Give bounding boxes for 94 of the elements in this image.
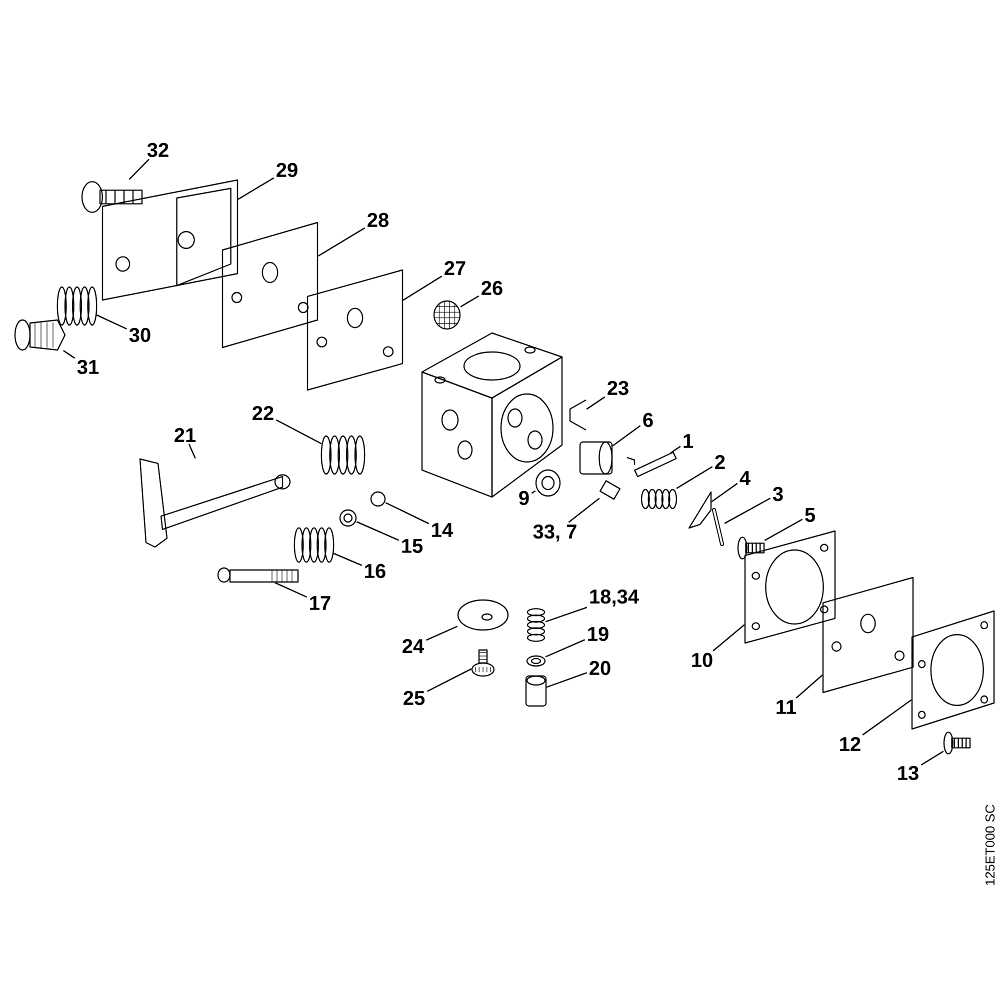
cover-drawing [911,610,995,730]
washer-drawing [535,469,561,497]
leader-line [546,672,587,688]
leader-line [402,276,442,301]
lever-drawing [139,458,291,548]
leader-line [426,626,458,641]
callout-number: 21 [174,428,196,442]
leader-line [920,750,944,766]
callout-number: 11 [776,700,796,714]
leader-line [545,639,586,658]
callout-number: 19 [588,626,608,642]
leader-line [568,498,600,523]
leader-line [676,466,713,489]
cover-drawing [102,179,238,301]
screw-drawing [14,319,66,351]
leader-line [333,552,362,566]
leader-line [274,582,308,598]
leader-line [724,498,771,524]
callout-number: 28 [368,212,388,228]
spring-drawing [320,435,366,475]
callout-number: 16 [365,564,386,578]
leader-line [862,699,912,736]
drawing-number: 125ET000 SC [985,804,995,885]
callout-number: 3 [772,486,783,502]
callout-number: 9 [519,490,529,506]
callout-number: 10 [692,652,712,668]
disc-drawing [457,599,509,631]
diaphragm-drawing [822,576,914,694]
plate-drawing [306,269,404,391]
callout-number: 18,34 [590,589,639,607]
callout-number: 20 [590,660,610,676]
callout-number: 33, 7 [533,524,576,542]
leader-line [276,419,322,444]
ring-drawing [370,491,386,507]
needle-drawing [626,452,677,478]
callout-number: 1 [684,434,694,448]
callout-number: 31 [77,360,99,374]
callout-number: 27 [444,261,466,275]
sleeve-drawing [579,441,613,475]
callout-number: 2 [715,455,725,469]
leader-line [356,521,400,541]
pin-drawing [712,508,724,546]
screw-drawing [471,649,495,677]
plug-drawing [599,480,621,500]
callout-number: 29 [276,162,298,178]
leader-line [796,674,823,699]
spring-drawing [56,286,98,326]
callout-number: 24 [402,639,424,653]
washer-drawing [339,509,357,527]
callout-number: 12 [840,737,860,751]
callout-number: 5 [805,508,816,522]
callout-number: 23 [608,380,628,396]
callout-number: 14 [432,523,454,537]
clip-drawing [569,399,586,431]
callout-number: 13 [898,766,918,780]
spring-drawing [526,608,546,642]
leader-line [426,668,472,692]
leader-line [63,350,76,359]
leader-line [586,396,606,410]
leader-line [188,444,196,459]
needle-drawing [217,567,299,583]
gasket-drawing [222,222,318,348]
callout-number: 6 [643,412,653,428]
callout-number: 15 [402,539,423,553]
leader-line [764,518,803,541]
callout-number: 25 [404,690,425,706]
spring-drawing [640,488,678,510]
callout-number: 22 [252,406,274,420]
leader-line [460,295,480,308]
screw-drawing [943,732,971,754]
leader-line [318,227,366,257]
callout-number: 32 [147,142,168,158]
callout-number: 26 [482,280,502,296]
callout-number: 30 [129,328,150,342]
screw-drawing [81,181,143,213]
callout-number: 4 [740,471,750,485]
leader-line [545,606,588,622]
leader-line [712,624,745,652]
callout-number: 17 [310,596,330,610]
leader-line [612,425,641,446]
leader-line [531,490,536,494]
screen-drawing [433,300,461,330]
leader-line [238,177,274,200]
sleeve-drawing [525,675,547,707]
leader-line [385,502,430,524]
spring-drawing [294,527,334,563]
screw-drawing [737,536,765,560]
leader-line [711,482,738,502]
gasket-drawing [744,530,836,644]
washer-drawing [526,655,546,667]
leader-line [128,158,150,180]
leader-line [670,446,681,454]
leader-line [96,314,128,330]
lever-drawing [688,491,712,529]
